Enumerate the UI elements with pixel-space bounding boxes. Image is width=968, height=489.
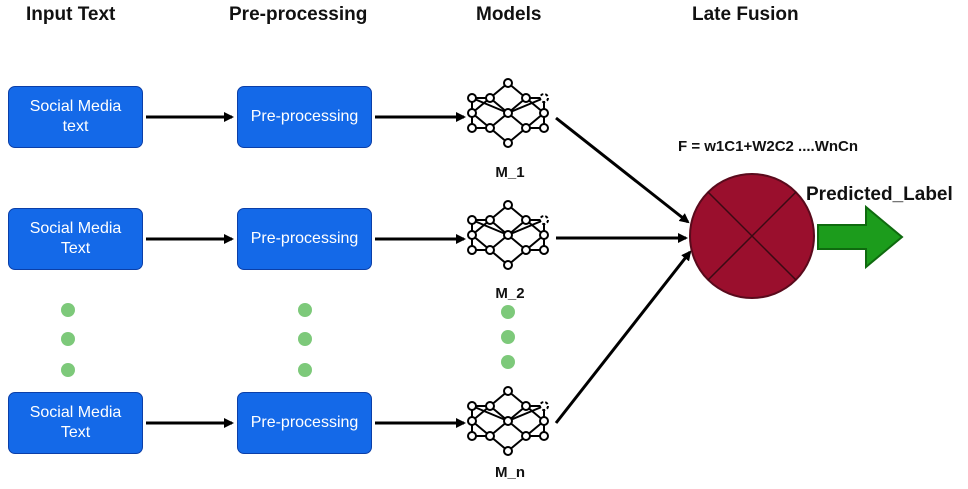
ellipsis-dot — [61, 363, 75, 377]
fusion-cross-line — [707, 191, 797, 281]
prep-box-1-label: Pre-processing — [250, 108, 359, 125]
fusion-formula: F = w1C1+W2C2 ....WnCn — [678, 138, 859, 155]
model-to-fusion-arrows — [554, 116, 692, 424]
input-box-2-line2: Text — [60, 240, 91, 257]
ellipsis-dot — [501, 305, 515, 319]
neural-network-icon-2 — [467, 200, 549, 270]
ellipsis-dot — [298, 303, 312, 317]
prep-box-1: Pre-processing — [237, 86, 372, 148]
neural-network-icon-1 — [467, 78, 549, 148]
header-pre-processing: Pre-processing — [229, 4, 368, 25]
arrow-model-fusion-1 — [555, 116, 690, 224]
input-box-1: Social Media text — [8, 86, 143, 148]
fusion-circle — [689, 173, 815, 299]
header-late-fusion: Late Fusion — [692, 4, 799, 25]
model-label-2: M_2 — [495, 285, 525, 302]
header-input-text: Input Text — [26, 4, 116, 25]
prep-box-2-label: Pre-processing — [250, 230, 359, 247]
ellipsis-dot — [298, 332, 312, 346]
ellipsis-dot — [61, 332, 75, 346]
input-box-1-line2: text — [62, 118, 89, 135]
ellipsis-dot — [501, 355, 515, 369]
arrow-model-fusion-3 — [554, 250, 692, 424]
output-arrow-icon — [817, 204, 904, 270]
ellipsis-dot — [298, 363, 312, 377]
model-label-1: M_1 — [495, 164, 525, 181]
predicted-label-text: Predicted_Label — [806, 184, 953, 205]
input-box-3-line2: Text — [60, 424, 91, 441]
neural-network-icon-3 — [467, 386, 549, 456]
input-box-2-line1: Social Media — [29, 220, 122, 237]
input-box-3-line1: Social Media — [29, 404, 122, 421]
header-models: Models — [476, 4, 542, 25]
prep-box-3-label: Pre-processing — [250, 414, 359, 431]
ellipsis-dot — [61, 303, 75, 317]
prep-box-2: Pre-processing — [237, 208, 372, 270]
input-to-prep-arrows — [146, 112, 234, 428]
prep-box-3: Pre-processing — [237, 392, 372, 454]
input-box-1-line1: Social Media — [29, 98, 122, 115]
ellipsis-dot — [501, 330, 515, 344]
prep-to-model-arrows — [375, 112, 466, 428]
ellipsis-dots — [61, 303, 515, 377]
model-label-3: M_n — [495, 464, 525, 481]
